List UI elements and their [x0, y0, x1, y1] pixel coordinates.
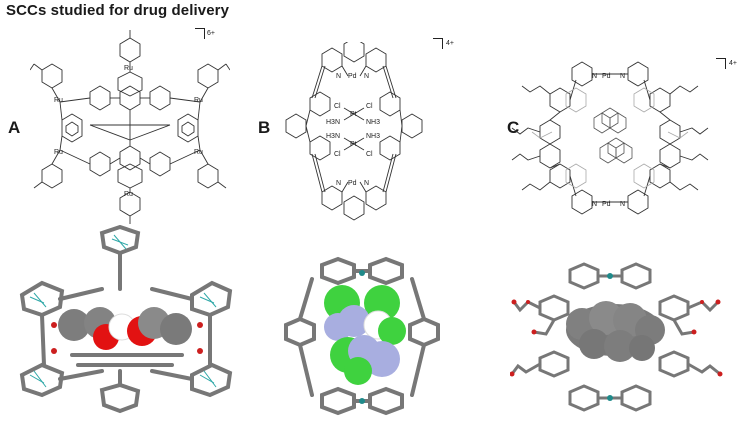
- render-a-3d: [19, 225, 233, 414]
- charge-bracket-b: [433, 38, 443, 49]
- n-label: N: [336, 180, 341, 187]
- nh3-label: NH3: [366, 119, 380, 126]
- structure-b-drawing: Pd Pd N N N N Pt Pt Cl Cl NH3 H3N H3N NH…: [285, 42, 423, 221]
- pd-label: Pd: [602, 201, 611, 208]
- n-label: N: [336, 73, 341, 80]
- pd-label: Pd: [348, 180, 357, 187]
- ru-label: Ru: [194, 149, 203, 156]
- charge-bracket-c: [716, 58, 726, 69]
- ru-label: Ru: [54, 149, 63, 156]
- h3n-label: H3N: [326, 133, 340, 140]
- pt-label: Pt: [350, 141, 357, 148]
- structure-a-drawing: Ru Ru Ru Ru Ru Ru: [30, 30, 230, 224]
- n-label: N: [364, 73, 369, 80]
- n-label: N: [364, 180, 369, 187]
- panel-label-a: A: [8, 118, 21, 137]
- charge-bracket-a: [195, 28, 205, 39]
- h3n-label: H3N: [326, 119, 340, 126]
- charge-c: 4+: [729, 60, 737, 67]
- cl-label: Cl: [334, 103, 341, 110]
- n-label: N: [620, 201, 625, 208]
- structure-c-drawing: Pd Pd N N N N: [511, 61, 709, 215]
- ru-label: Ru: [54, 97, 63, 104]
- nh3-label: NH3: [366, 133, 380, 140]
- ru-label: Ru: [124, 65, 133, 72]
- n-label: N: [592, 73, 597, 80]
- charge-b: 4+: [446, 40, 454, 47]
- cl-label: Cl: [366, 151, 373, 158]
- pd-label: Pd: [348, 73, 357, 80]
- cl-label: Cl: [366, 103, 373, 110]
- cl-label: Cl: [334, 151, 341, 158]
- n-label: N: [592, 201, 597, 208]
- pd-label: Pd: [602, 73, 611, 80]
- panel-label-b: B: [258, 118, 271, 137]
- panel-label-c: C: [507, 118, 520, 137]
- figure-title: SCCs studied for drug delivery: [6, 2, 230, 19]
- ru-label: Ru: [194, 97, 203, 104]
- pt-label: Pt: [350, 111, 357, 118]
- render-c-3d: [510, 262, 723, 412]
- charge-a: 6+: [207, 30, 215, 37]
- render-b-3d: [284, 256, 440, 416]
- n-label: N: [620, 73, 625, 80]
- ru-label: Ru: [124, 191, 133, 198]
